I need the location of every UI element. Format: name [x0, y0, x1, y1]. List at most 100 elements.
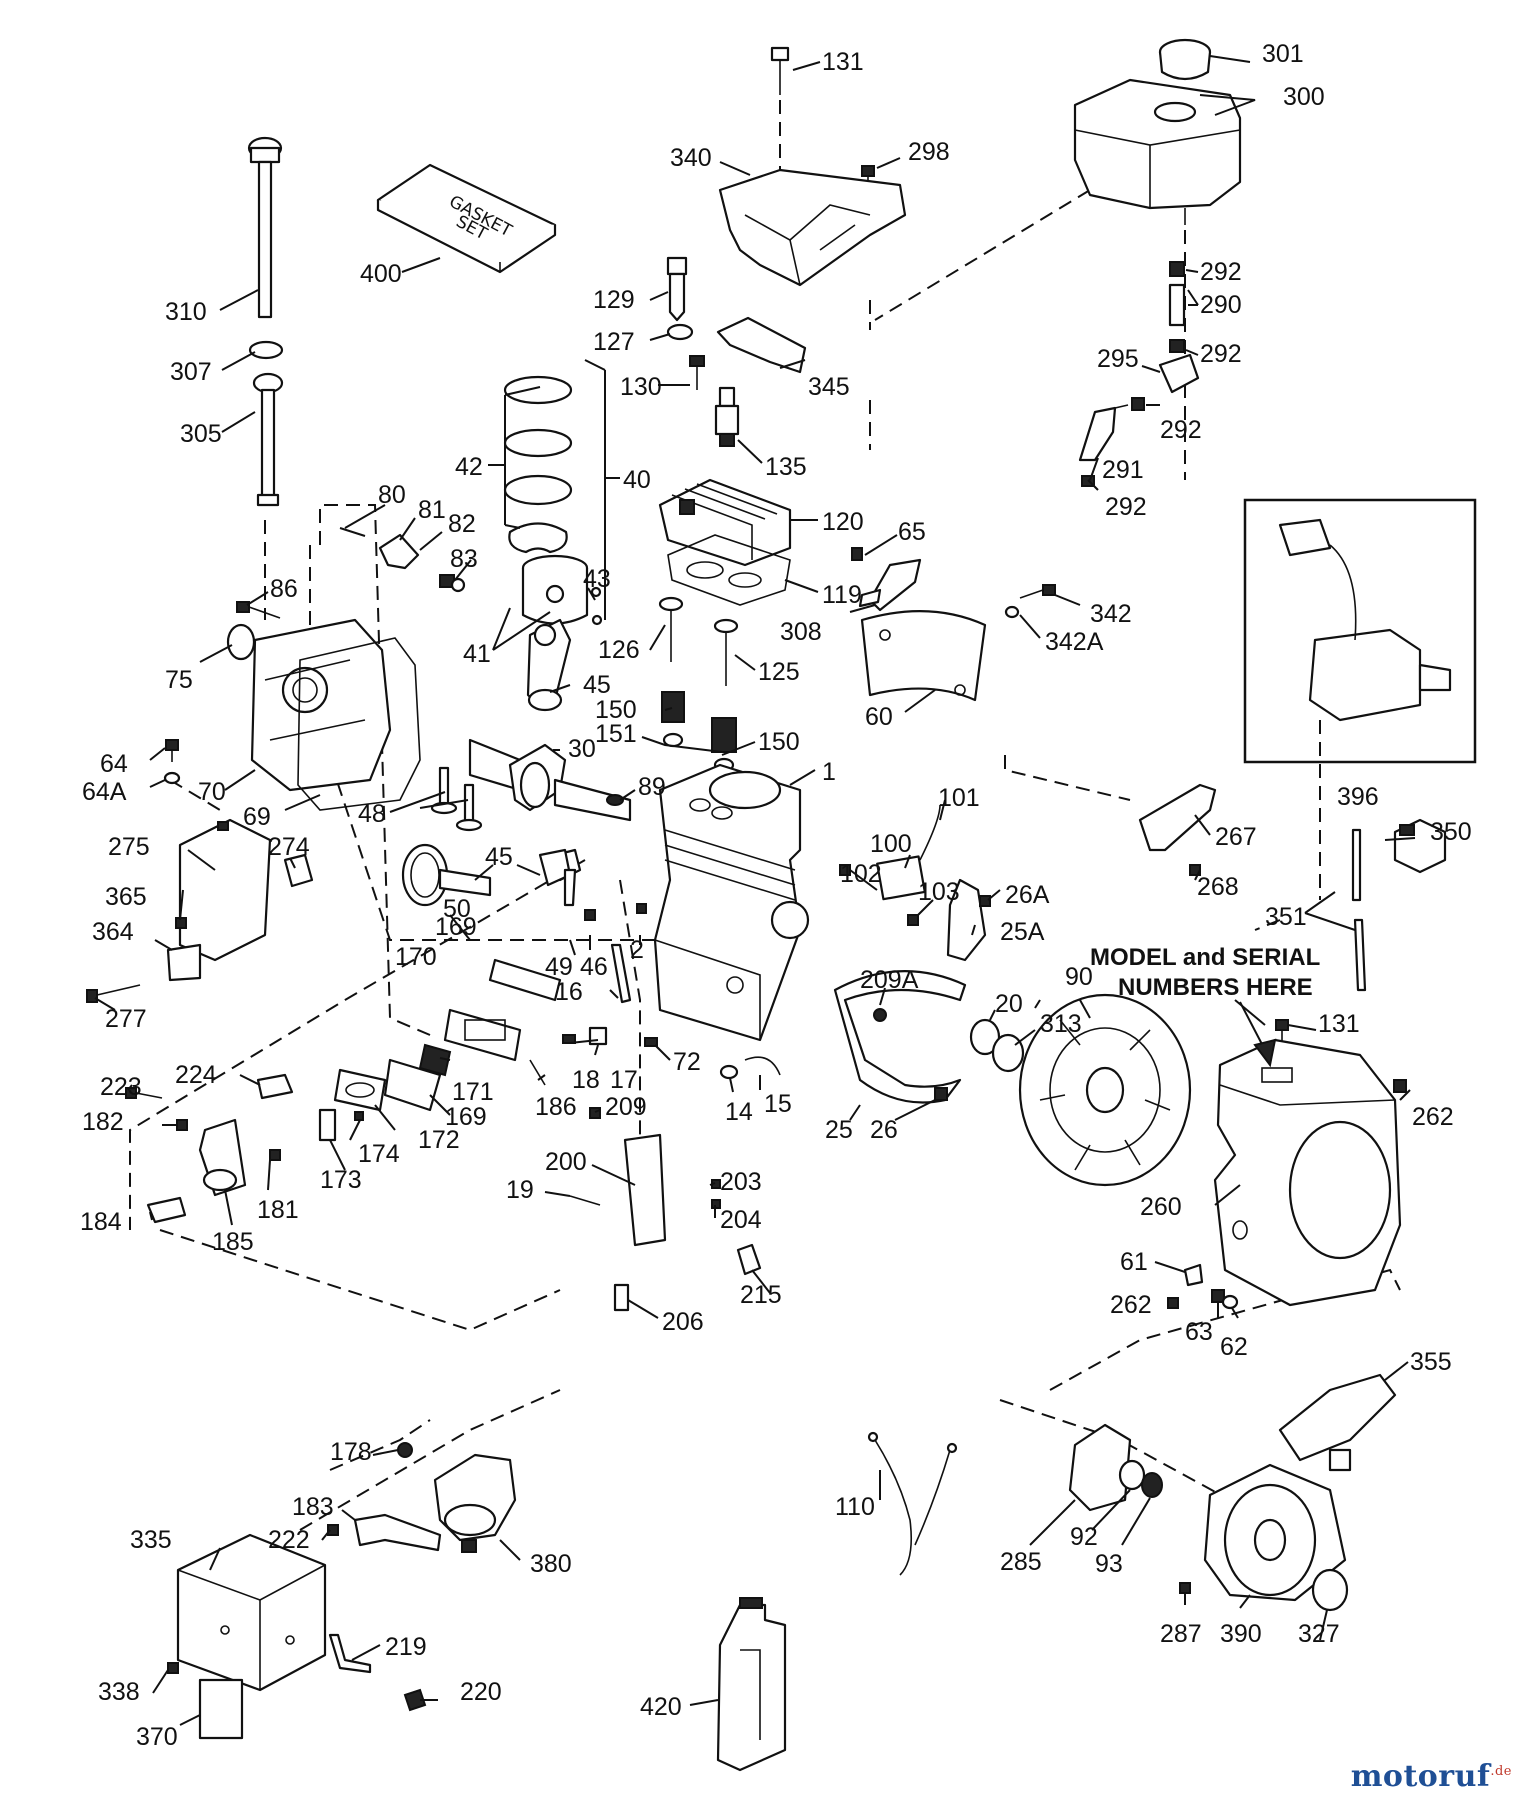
callout-40: 40: [623, 466, 651, 494]
dipstick-tube-305: [252, 372, 284, 507]
callout-292-b: 292: [1200, 340, 1242, 368]
callout-16: 16: [555, 978, 583, 1006]
callout-365: 365: [105, 883, 147, 911]
callout-400: 400: [360, 260, 402, 288]
crankcase-cover-70: [250, 618, 392, 792]
callout-215: 215: [740, 1281, 782, 1309]
callout-170: 170: [395, 943, 437, 971]
crankshaft-30: [468, 738, 632, 822]
callout-127: 127: [593, 328, 635, 356]
flywheel-90: [1018, 993, 1192, 1187]
callout-342: 342: [1090, 600, 1132, 628]
callout-60: 60: [865, 703, 893, 731]
callout-219: 219: [385, 1633, 427, 1661]
callout-301: 301: [1262, 40, 1304, 68]
callout-42: 42: [455, 453, 483, 481]
callout-101: 101: [938, 784, 980, 812]
callout-184: 184: [80, 1208, 122, 1236]
callout-169-a: 169: [435, 913, 477, 941]
callout-69: 69: [243, 803, 271, 831]
callout-290: 290: [1200, 291, 1242, 319]
callout-45-b: 45: [485, 843, 513, 871]
callout-41: 41: [463, 640, 491, 668]
callout-268: 268: [1197, 873, 1239, 901]
bolt-130: [689, 355, 705, 390]
linkage-14-15: [719, 1056, 781, 1080]
callout-355: 355: [1410, 1348, 1452, 1376]
blower-housing-260: [1213, 1038, 1402, 1307]
adapter-185: [125, 1073, 294, 1224]
key-89: [606, 794, 624, 806]
callout-186: 186: [535, 1093, 577, 1121]
callout-224: 224: [175, 1061, 217, 1089]
bolt-131-top: [770, 46, 790, 95]
callout-274: 274: [268, 833, 310, 861]
cylinder-shroud-340: [718, 168, 907, 287]
governor-parts-80-82: [339, 527, 466, 593]
callout-numbers: 131 301 300 298 340 400 310 129 127 292 …: [80, 40, 1472, 1751]
callout-350: 350: [1430, 818, 1472, 846]
callout-285: 285: [1000, 1548, 1042, 1576]
callout-80: 80: [378, 481, 406, 509]
callout-15: 15: [764, 1090, 792, 1118]
callout-18: 18: [572, 1066, 600, 1094]
callout-103: 103: [918, 878, 960, 906]
callout-63: 63: [1185, 1318, 1213, 1346]
oil-seal-75: [226, 623, 256, 661]
callout-64A: 64A: [82, 778, 127, 806]
piston-clips-43: [590, 586, 603, 626]
callout-364: 364: [92, 918, 134, 946]
callout-223: 223: [100, 1073, 142, 1101]
model-serial-line1: MODEL and SERIAL: [1090, 944, 1320, 971]
callout-126: 126: [598, 636, 640, 664]
spark-plug-135: [714, 386, 740, 447]
cylinder-block-1: [653, 763, 810, 1042]
callout-43: 43: [583, 565, 611, 593]
callout-222: 222: [268, 1526, 310, 1554]
callout-50: 50: [443, 895, 471, 923]
callout-1: 1: [822, 758, 836, 786]
callout-206: 206: [662, 1308, 704, 1336]
model-serial-line2: NUMBERS HERE: [1118, 974, 1313, 1001]
throttle-bracket-183: [327, 1513, 442, 1552]
camshaft-50: [401, 843, 492, 907]
callout-209A: 209A: [860, 966, 919, 994]
callout-203: 203: [720, 1168, 762, 1196]
callout-291: 291: [1102, 456, 1144, 484]
carburetor-380: [397, 1442, 517, 1553]
callout-300: 300: [1283, 83, 1325, 111]
callout-220: 220: [460, 1678, 502, 1706]
callout-82: 82: [448, 510, 476, 538]
callout-26: 26: [870, 1116, 898, 1144]
gasket-69: [297, 637, 421, 811]
callout-305: 305: [180, 420, 222, 448]
callout-183: 183: [292, 1493, 334, 1521]
model-serial-note: MODEL and SERIAL NUMBERS HERE: [1090, 944, 1320, 1068]
callout-308: 308: [780, 618, 822, 646]
callout-181: 181: [257, 1196, 299, 1224]
fuel-cap-301: [1158, 38, 1212, 81]
callout-48: 48: [358, 800, 386, 828]
callout-19: 19: [506, 1176, 534, 1204]
callout-185: 185: [212, 1228, 254, 1256]
callout-30: 30: [568, 735, 596, 763]
callout-171: 171: [452, 1078, 494, 1106]
leader-lines: [94, 55, 1416, 1726]
callout-62: 62: [1220, 1333, 1248, 1361]
callout-131-top: 131: [822, 48, 864, 76]
washer-127: [666, 323, 694, 341]
callout-342A: 342A: [1045, 628, 1104, 656]
callout-92: 92: [1070, 1523, 1098, 1551]
callout-340: 340: [670, 144, 712, 172]
governor-parts-2-18: [562, 903, 658, 1047]
callout-135: 135: [765, 453, 807, 481]
callout-262-a: 262: [1412, 1103, 1454, 1131]
callout-131-right: 131: [1318, 1010, 1360, 1038]
model-serial-arrow-shaft: [1239, 1001, 1266, 1051]
callout-64: 64: [100, 750, 128, 778]
callout-70: 70: [198, 778, 226, 806]
callout-173: 173: [320, 1166, 362, 1194]
callout-151: 151: [595, 720, 637, 748]
